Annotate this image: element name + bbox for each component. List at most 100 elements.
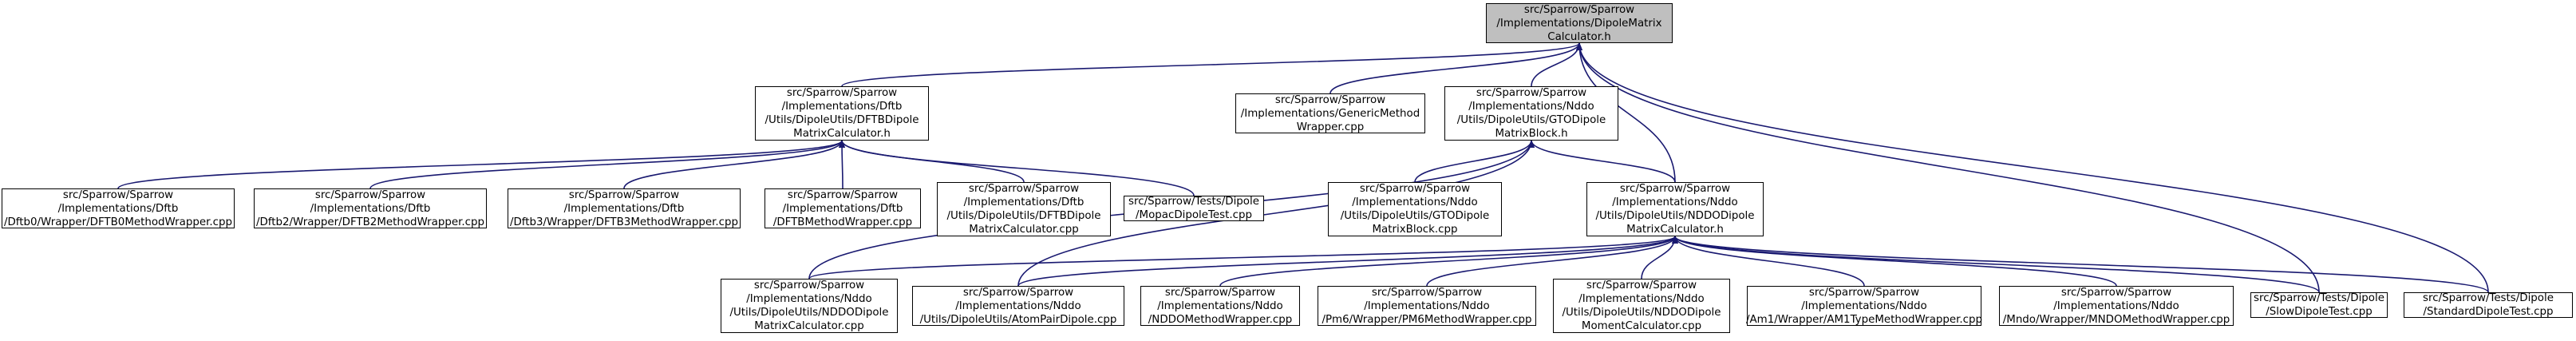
- node-gto-dipole-matrix-block-cpp[interactable]: src/Sparrow/Sparrow/Implementations/Nddo…: [1328, 182, 1502, 236]
- node-label-line: MatrixCalculator.cpp: [969, 224, 1079, 236]
- node-label-line: /Implementations/Nddo: [1578, 293, 1705, 305]
- node-label-line: /DFTBMethodWrapper.cpp: [772, 216, 913, 228]
- edge-gto_block_cpp-to-gto_block_h: [1414, 140, 1535, 183]
- node-label-line: src/Sparrow/Sparrow: [1523, 3, 1635, 16]
- node-label-line: MatrixBlock.cpp: [1372, 224, 1458, 236]
- node-gto-dipole-matrix-block-h[interactable]: src/Sparrow/Sparrow/Implementations/Nddo…: [1444, 86, 1618, 141]
- edge-generic_wrapper-to-root: [1329, 42, 1582, 94]
- edge-atom_pair-to-nddo_calc_h: [1017, 236, 1678, 287]
- node-dftb-dipole-matrix-calculator-cpp[interactable]: src/Sparrow/Sparrow/Implementations/Dftb…: [937, 182, 1111, 236]
- node-label-line: /Implementations/Nddo: [955, 299, 1081, 312]
- node-dftb0-method-wrapper-cpp[interactable]: src/Sparrow/Sparrow/Implementations/Dftb…: [2, 188, 235, 228]
- node-label-line: /Implementations/Nddo: [746, 293, 872, 305]
- node-label-line: /Am1/Wrapper/AM1TypeMethodWrapper.cpp: [1745, 313, 1983, 326]
- node-label-line: /Implementations/DipoleMatrix: [1496, 17, 1662, 30]
- node-label-line: MatrixCalculator.h: [793, 128, 891, 140]
- node-label-line: src/Sparrow/Sparrow: [1359, 183, 1471, 195]
- node-nddo-dipole-matrix-calculator-cpp[interactable]: src/Sparrow/Sparrow/Implementations/Nddo…: [721, 279, 898, 333]
- node-label-line: src/Sparrow/Sparrow: [1586, 280, 1697, 291]
- node-mopac-dipole-test-cpp[interactable]: src/Sparrow/Tests/Dipole/MopacDipoleTest…: [1124, 196, 1264, 221]
- node-label-line: MatrixBlock.h: [1495, 128, 1568, 140]
- node-label-line: /MopacDipoleTest.cpp: [1136, 209, 1252, 221]
- node-label-line: src/Sparrow/Sparrow: [962, 286, 1074, 299]
- node-generic-method-wrapper-cpp[interactable]: src/Sparrow/Sparrow/Implementations/Gene…: [1235, 93, 1425, 133]
- edge-nddo_calc_h-to-gto_block_h: [1528, 140, 1676, 183]
- node-label-line: src/Sparrow/Sparrow: [968, 183, 1080, 195]
- node-label-line: src/Sparrow/Sparrow: [2060, 286, 2172, 299]
- node-label-line: /Utils/DipoleUtils/NDDODipole: [729, 307, 889, 319]
- node-atom-pair-dipole-cpp[interactable]: src/Sparrow/Sparrow/Implementations/Nddo…: [912, 286, 1124, 326]
- node-label-line: src/Sparrow/Sparrow: [1808, 286, 1920, 299]
- node-label-line: /Implementations/Nddo: [1364, 299, 1490, 312]
- edge-mopac_test-to-dftb_calc_h: [839, 140, 1195, 196]
- node-label-line: /Implementations/Dftb: [310, 202, 431, 215]
- edge-slow_test-to-nddo_calc_h: [1672, 236, 2320, 293]
- node-label-line: src/Sparrow/Sparrow: [314, 188, 426, 201]
- edge-standard_test-to-root: [1576, 42, 2489, 293]
- node-slow-dipole-test-cpp[interactable]: src/Sparrow/Tests/Dipole/SlowDipoleTest.…: [2250, 292, 2388, 318]
- node-am1-type-method-wrapper-cpp[interactable]: src/Sparrow/Sparrow/Implementations/Nddo…: [1745, 286, 1983, 326]
- node-label-line: /Utils/DipoleUtils/GTODipole: [1456, 114, 1606, 126]
- node-label-line: /Implementations/Dftb: [781, 101, 903, 113]
- node-label-line: MomentCalculator.cpp: [1581, 320, 1702, 332]
- node-dftb-dipole-matrix-calculator-h[interactable]: src/Sparrow/Sparrow/Implementations/Dftb…: [755, 86, 929, 141]
- node-label-line: /SlowDipoleTest.cpp: [2266, 306, 2373, 318]
- node-pm6-method-wrapper-cpp[interactable]: src/Sparrow/Sparrow/Implementations/Nddo…: [1318, 286, 1536, 326]
- node-label-line: /NDDOMethodWrapper.cpp: [1148, 313, 1293, 326]
- edge-pm6-to-nddo_calc_h: [1426, 236, 1678, 287]
- edge-nddo_calc_cpp-to-nddo_calc_h: [808, 236, 1678, 280]
- node-label-line: /Implementations/GenericMethod: [1240, 107, 1420, 120]
- node-nddo-dipole-moment-calculator-cpp[interactable]: src/Sparrow/Sparrow/Implementations/Nddo…: [1553, 279, 1730, 333]
- node-label-line: /Utils/DipoleUtils/DFTBDipole: [946, 210, 1101, 222]
- edge-nddo_calc_h-to-root: [1576, 42, 1676, 183]
- node-label-line: Wrapper.cpp: [1296, 121, 1365, 133]
- node-label-line: /Utils/DipoleUtils/DFTBDipole: [765, 114, 919, 126]
- node-dftb2-method-wrapper-cpp[interactable]: src/Sparrow/Sparrow/Implementations/Dftb…: [254, 188, 487, 228]
- node-label-line: src/Sparrow/Sparrow: [62, 188, 174, 201]
- node-label-line: src/Sparrow/Sparrow: [1371, 286, 1483, 299]
- edge-dftb2-to-dftb_calc_h: [369, 140, 845, 189]
- node-label-line: src/Sparrow/Sparrow: [1164, 286, 1276, 299]
- node-dipole-matrix-calculator-h: src/Sparrow/Sparrow/Implementations/Dipo…: [1486, 3, 1673, 43]
- edge-standard_test-to-nddo_calc_h: [1672, 236, 2489, 293]
- node-label-line: src/Sparrow/Sparrow: [1274, 93, 1386, 106]
- edge-dftb0-to-dftb_calc_h: [117, 140, 845, 189]
- node-label-line: src/Sparrow/Sparrow: [1619, 183, 1731, 195]
- node-label-line: /Implementations/Dftb: [563, 202, 685, 215]
- node-label-line: /Implementations/Nddo: [1468, 101, 1594, 113]
- node-label-line: /Utils/DipoleUtils/NDDODipole: [1562, 307, 1721, 319]
- node-label-line: /Utils/DipoleUtils/GTODipole: [1340, 210, 1490, 222]
- node-label-line: /Implementations/Nddo: [1157, 299, 1283, 312]
- node-label-line: src/Sparrow/Sparrow: [568, 188, 680, 201]
- node-label-line: MatrixCalculator.h: [1626, 224, 1724, 236]
- node-label-line: /Implementations/Nddo: [1801, 299, 1927, 312]
- node-dftb-method-wrapper-cpp[interactable]: src/Sparrow/Sparrow/Implementations/Dftb…: [765, 188, 921, 228]
- node-dftb3-method-wrapper-cpp[interactable]: src/Sparrow/Sparrow/Implementations/Dftb…: [508, 188, 741, 228]
- edge-atom_pair-to-gto_block_h: [1017, 140, 1535, 287]
- node-label-line: src/Sparrow/Tests/Dipole: [2254, 292, 2384, 304]
- node-label-line: /Utils/DipoleUtils/AtomPairDipole.cpp: [919, 313, 1117, 326]
- node-label-line: src/Sparrow/Sparrow: [753, 280, 865, 291]
- node-mndo-method-wrapper-cpp[interactable]: src/Sparrow/Sparrow/Implementations/Nddo…: [1999, 286, 2234, 326]
- edge-dftb3-to-dftb_calc_h: [623, 140, 845, 189]
- edges: [117, 42, 2489, 293]
- node-nddo-method-wrapper-cpp[interactable]: src/Sparrow/Sparrow/Implementations/Nddo…: [1140, 286, 1300, 326]
- edge-am1-to-nddo_calc_h: [1672, 236, 1865, 287]
- node-standard-dipole-test-cpp[interactable]: src/Sparrow/Tests/Dipole/StandardDipoleT…: [2404, 292, 2573, 318]
- node-label-line: /Mndo/Wrapper/MNDOMethodWrapper.cpp: [2002, 313, 2230, 326]
- node-label-line: /Dftb0/Wrapper/DFTB0MethodWrapper.cpp: [3, 216, 233, 228]
- node-label-line: /Implementations/Nddo: [1612, 196, 1738, 208]
- node-label-line: /Implementations/Dftb: [963, 196, 1085, 208]
- node-label-line: src/Sparrow/Sparrow: [786, 87, 898, 99]
- node-label-line: /Pm6/Wrapper/PM6MethodWrapper.cpp: [1322, 313, 1532, 326]
- node-label-line: src/Sparrow/Tests/Dipole: [2423, 292, 2554, 304]
- edge-dftb_calc_h-to-root: [841, 42, 1582, 87]
- node-label-line: /Implementations/Nddo: [1352, 196, 1478, 208]
- node-label-line: /Dftb2/Wrapper/DFTB2MethodWrapper.cpp: [255, 216, 485, 228]
- node-nddo-dipole-matrix-calculator-h[interactable]: src/Sparrow/Sparrow/Implementations/Nddo…: [1586, 182, 1764, 236]
- node-label-line: /Implementations/Dftb: [782, 202, 903, 215]
- edge-nddo_method-to-nddo_calc_h: [1219, 236, 1678, 287]
- node-label-line: /Dftb3/Wrapper/DFTB3MethodWrapper.cpp: [509, 216, 739, 228]
